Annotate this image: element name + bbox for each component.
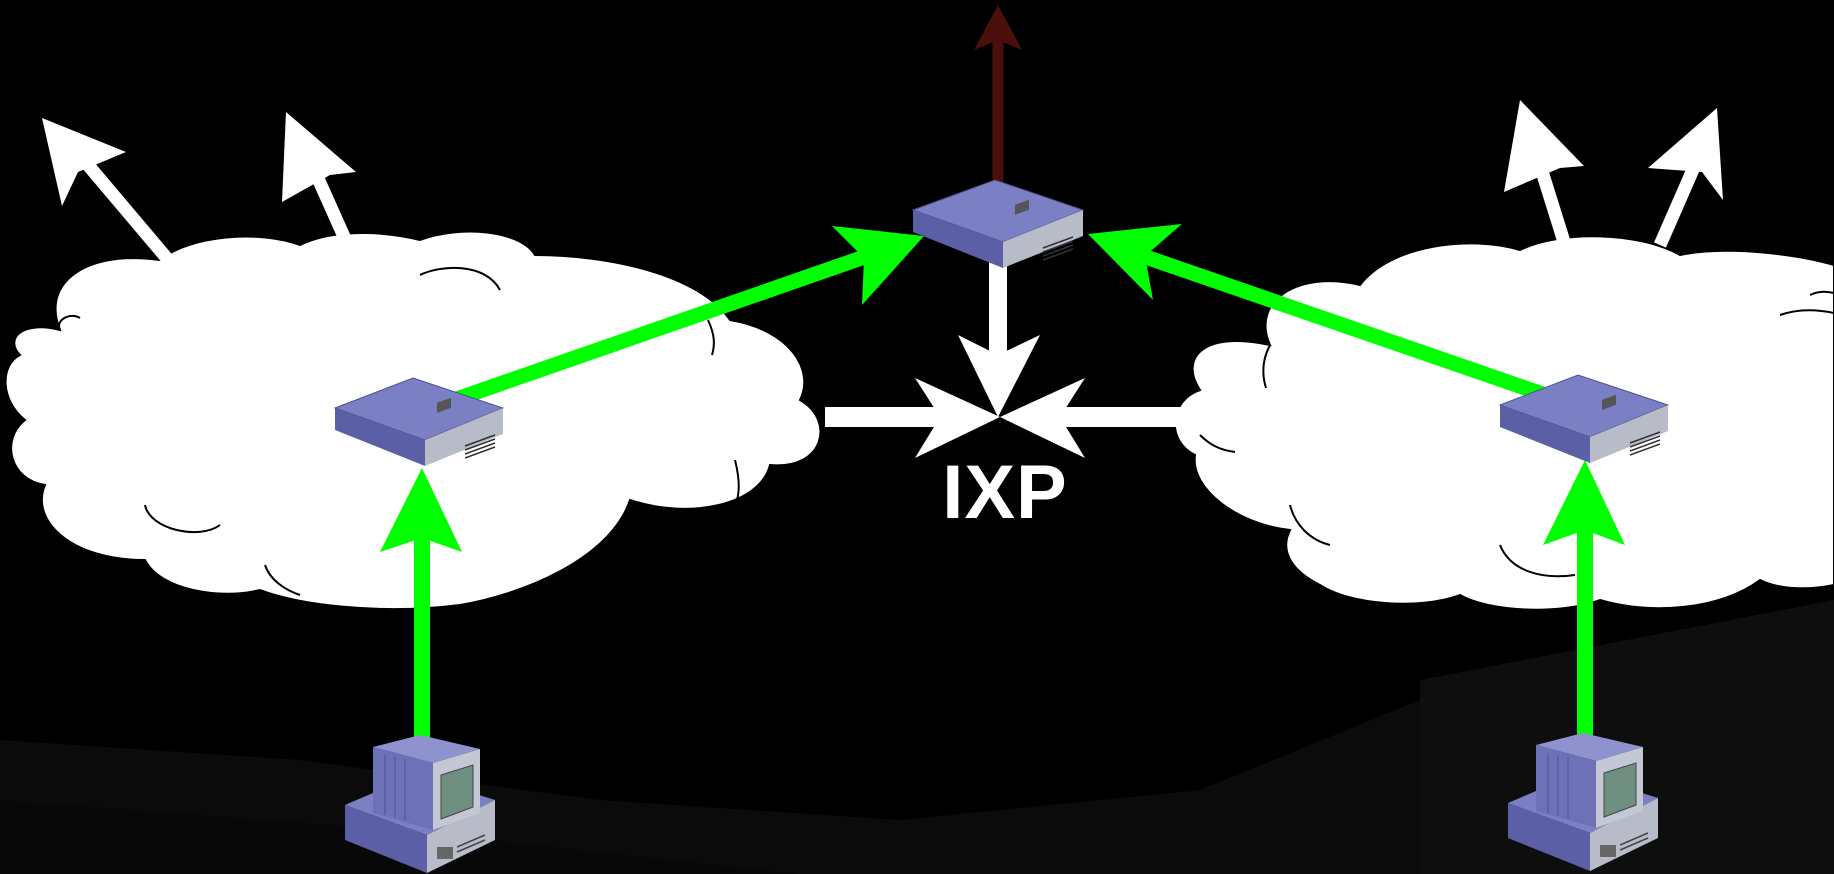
traffic-path-right-up bbox=[1543, 460, 1625, 740]
router-top-center bbox=[911, 179, 1085, 268]
router-left bbox=[333, 377, 505, 466]
traffic-path-right-to-top bbox=[1088, 224, 1563, 408]
router-right bbox=[1498, 374, 1670, 463]
outbound-arrow-right-2 bbox=[1648, 108, 1723, 248]
computer-left bbox=[345, 735, 495, 873]
computer-right bbox=[1508, 733, 1658, 871]
outbound-arrow-right-1 bbox=[1504, 100, 1584, 247]
outbound-arrow-left-1 bbox=[42, 118, 175, 267]
ixp-peering-link-left bbox=[825, 378, 1000, 458]
ixp-label: IXP bbox=[942, 450, 1068, 535]
traffic-path-left-to-top bbox=[445, 226, 924, 410]
outbound-arrow-left-2 bbox=[282, 112, 356, 253]
ixp-peering-link-right bbox=[1000, 378, 1180, 458]
traffic-path-left-up bbox=[380, 468, 462, 740]
upstream-arrow bbox=[974, 5, 1022, 185]
ixp-peering-link-top bbox=[958, 262, 1040, 417]
